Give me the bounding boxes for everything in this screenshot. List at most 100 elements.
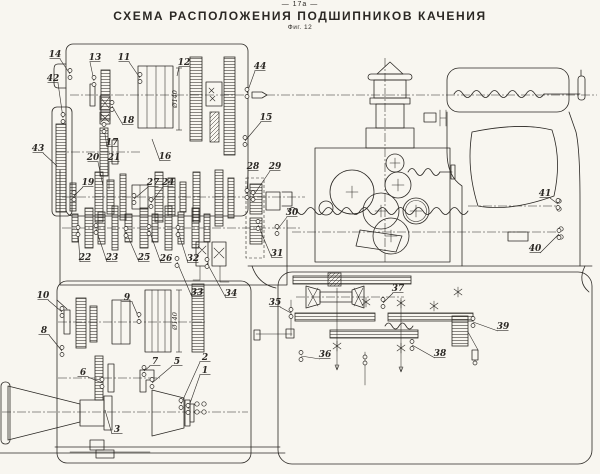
callout-number: 21 — [107, 153, 121, 163]
callout-number: 32 — [187, 254, 200, 264]
dimension-label: Ø140 — [171, 90, 179, 109]
callout-17: 17 — [101, 122, 119, 148]
callout-27: 27 — [131, 178, 160, 205]
callout-number: 37 — [392, 284, 405, 294]
callout-31: 31 — [255, 219, 283, 259]
callout-3: 3 — [104, 409, 123, 435]
callout-number: 42 — [47, 74, 60, 84]
figure-caption: Фиг. 12 — [287, 24, 313, 31]
callout-38: 38 — [409, 339, 447, 359]
callout-21: 21 — [107, 153, 121, 189]
dimension-1: Ø140 — [171, 289, 182, 353]
callout-32: 32 — [175, 225, 200, 264]
callout-1: 1 — [185, 366, 211, 415]
callout-36: 36 — [298, 350, 332, 362]
callout-29: 29 — [250, 162, 282, 202]
callout-number: 26 — [159, 254, 173, 264]
page-header: — 17а — СХЕМА РАСПОЛОЖЕНИЯ ПОДШИПНИКОВ К… — [0, 1, 600, 31]
callout-25: 25 — [123, 226, 151, 263]
callout-number: 33 — [191, 288, 204, 298]
callout-number: 14 — [49, 50, 62, 60]
callout-11: 11 — [118, 53, 143, 84]
callout-35: 35 — [269, 298, 294, 319]
callout-8: 8 — [38, 326, 65, 357]
page-number: — 17а — — [281, 1, 319, 8]
callout-24: 24 — [148, 178, 175, 209]
callout-number: 40 — [529, 244, 542, 254]
callout-number: 19 — [82, 178, 95, 188]
headstock-gearbox-drawing — [314, 147, 451, 263]
callout-12: 12 — [176, 58, 191, 77]
feed-box-drawing — [253, 271, 593, 465]
callout-number: 27 — [146, 178, 160, 188]
callout-number: 15 — [260, 113, 273, 123]
callout-number: 36 — [319, 350, 332, 360]
callout-number: 2 — [201, 353, 208, 363]
callout-number: 11 — [118, 53, 131, 63]
callout-number: 17 — [106, 138, 119, 148]
callout-26: 26 — [146, 224, 173, 264]
callout-13: 13 — [89, 53, 102, 87]
speed-gearbox-drawing — [51, 43, 268, 217]
callout-number: 24 — [161, 178, 175, 188]
dimension-label: Ø140 — [171, 312, 179, 331]
callout-number: 16 — [159, 152, 172, 162]
page-title: СХЕМА РАСПОЛОЖЕНИЯ ПОДШИПНИКОВ КАЧЕНИЯ — [113, 9, 487, 23]
callout-37: 37 — [380, 284, 405, 309]
callout-number: 41 — [539, 189, 552, 199]
callout-number: 28 — [246, 162, 260, 172]
callout-number: 13 — [89, 53, 102, 63]
callout-number: 10 — [37, 291, 50, 301]
callout-42: 42 — [47, 74, 66, 124]
callout-33: 33 — [174, 256, 204, 298]
callout-28: 28 — [244, 162, 260, 200]
callout-number: 1 — [202, 366, 208, 376]
callout-34: 34 — [204, 257, 238, 299]
callout-9: 9 — [121, 293, 142, 324]
callout-2: 2 — [178, 353, 211, 410]
callout-number: 25 — [137, 253, 151, 263]
callout-16: 16 — [151, 138, 172, 162]
callout-14: 14 — [49, 50, 73, 80]
callout-number: 20 — [86, 153, 100, 163]
callout-6: 6 — [77, 368, 105, 389]
callout-number: 43 — [32, 144, 45, 154]
callout-number: 34 — [225, 289, 238, 299]
callout-15: 15 — [242, 113, 273, 147]
callout-20: 20 — [86, 153, 104, 187]
dimension-0: Ø140 — [171, 67, 182, 131]
callout-number: 12 — [178, 58, 191, 68]
callout-number: 7 — [152, 357, 159, 367]
callout-22: 22 — [75, 225, 91, 263]
callout-number: 29 — [268, 162, 282, 172]
callout-number: 3 — [114, 425, 120, 435]
callout-number: 39 — [497, 322, 510, 332]
feed-gear-train-drawing — [59, 169, 305, 286]
callout-43: 43 — [32, 144, 58, 167]
callout-39: 39 — [470, 316, 510, 332]
callout-number: 9 — [124, 293, 131, 303]
tailstock-drawing — [423, 67, 586, 267]
callout-number: 5 — [174, 357, 180, 367]
callout-7: 7 — [141, 357, 161, 377]
spindle-tower-drawing — [266, 58, 597, 262]
callout-19: 19 — [71, 178, 95, 202]
callout-number: 30 — [286, 208, 299, 218]
callout-number: 23 — [105, 253, 119, 263]
callout-44: 44 — [244, 62, 266, 99]
lathe-bed-drawing — [247, 205, 593, 293]
callout-10: 10 — [37, 291, 65, 318]
apron-drive-drawing — [0, 280, 286, 464]
callout-number: 8 — [41, 326, 48, 336]
callout-41: 41 — [539, 189, 561, 210]
callout-number: 6 — [80, 368, 87, 378]
callout-18: 18 — [109, 100, 135, 126]
callout-23: 23 — [93, 223, 119, 263]
callout-number: 18 — [122, 116, 135, 126]
callout-40: 40 — [529, 228, 562, 254]
callout-30: 30 — [274, 208, 299, 236]
